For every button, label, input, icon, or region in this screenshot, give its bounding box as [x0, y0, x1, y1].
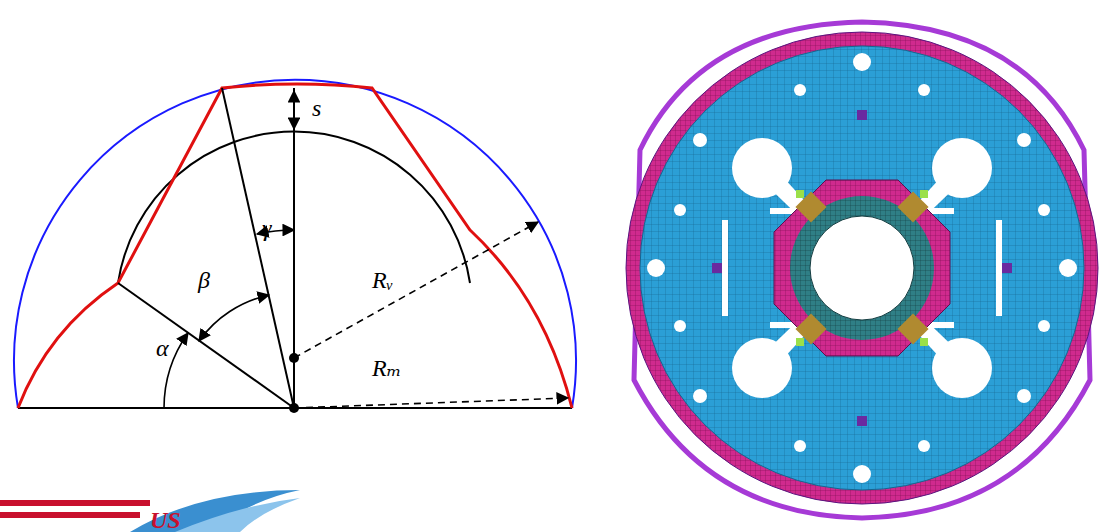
angle-label: γ	[262, 216, 271, 240]
logo-text: US	[150, 508, 181, 532]
radius-label: Rᵥ	[372, 268, 393, 292]
radius-label: Rₘ	[372, 356, 401, 380]
dimension-label: s	[312, 96, 321, 120]
angle-label: β	[198, 268, 210, 292]
fe-mesh	[626, 22, 1098, 518]
angle-label: α	[156, 336, 169, 360]
geometry-sketch	[14, 80, 576, 413]
logo-swoosh	[0, 490, 300, 532]
